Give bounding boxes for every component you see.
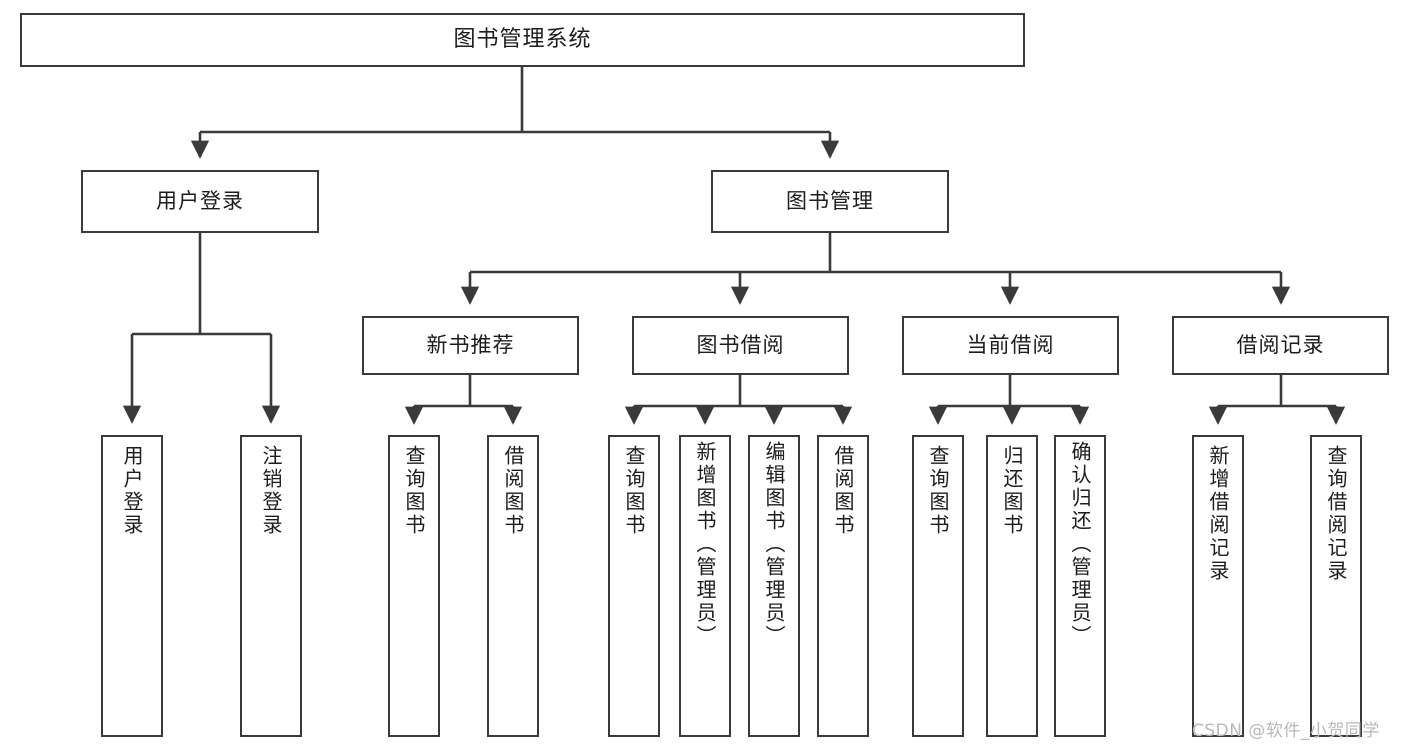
node-label: 查询图书 xyxy=(402,445,426,537)
node-current-borrow[interactable]: 当前借阅 xyxy=(902,316,1119,375)
node-label: 新增借阅记录 xyxy=(1206,445,1230,583)
leaf-query-book-current[interactable]: 查询图书 xyxy=(912,435,964,737)
leaf-confirm-return-admin[interactable]: 确认归还（管理员） xyxy=(1054,435,1106,737)
leaf-borrow-book-recommend[interactable]: 借阅图书 xyxy=(487,435,539,737)
leaf-add-book-admin[interactable]: 新增图书（管理员） xyxy=(679,435,731,737)
node-label: 查询借阅记录 xyxy=(1324,445,1348,583)
node-label: 归还图书 xyxy=(1000,445,1024,537)
node-new-book-recommend[interactable]: 新书推荐 xyxy=(362,316,579,375)
node-label: 查询图书 xyxy=(926,445,950,537)
node-label: 当前借阅 xyxy=(966,333,1055,358)
node-label: 用户登录 xyxy=(120,445,144,537)
csdn-watermark: CSDN @软件_小贺同学 xyxy=(1192,721,1380,741)
node-label: 编辑图书（管理员） xyxy=(762,441,786,648)
leaf-query-book-recommend[interactable]: 查询图书 xyxy=(388,435,440,737)
node-label: 查询图书 xyxy=(622,445,646,537)
node-label: 图书管理系统 xyxy=(453,27,592,53)
node-book-borrow[interactable]: 图书借阅 xyxy=(632,316,849,375)
leaf-query-borrow-record[interactable]: 查询借阅记录 xyxy=(1310,435,1362,737)
leaf-edit-book-admin[interactable]: 编辑图书（管理员） xyxy=(748,435,800,737)
node-label: 借阅图书 xyxy=(831,445,855,537)
leaf-user-login[interactable]: 用户登录 xyxy=(101,435,163,737)
node-label: 图书借阅 xyxy=(696,333,785,358)
node-user-login[interactable]: 用户登录 xyxy=(81,170,319,233)
node-label: 注销登录 xyxy=(259,445,283,537)
leaf-borrow-book[interactable]: 借阅图书 xyxy=(817,435,869,737)
node-book-management[interactable]: 图书管理 xyxy=(711,170,949,233)
leaf-add-borrow-record[interactable]: 新增借阅记录 xyxy=(1192,435,1244,737)
leaf-return-book[interactable]: 归还图书 xyxy=(986,435,1038,737)
node-label: 确认归还（管理员） xyxy=(1068,441,1092,648)
node-label: 新书推荐 xyxy=(426,333,515,358)
leaf-logout-login[interactable]: 注销登录 xyxy=(240,435,302,737)
node-root-system[interactable]: 图书管理系统 xyxy=(20,13,1025,67)
node-label: 新增图书（管理员） xyxy=(693,441,717,648)
node-label: 用户登录 xyxy=(156,189,244,214)
node-label: 借阅图书 xyxy=(501,445,525,537)
node-label: 借阅记录 xyxy=(1236,333,1325,358)
node-borrow-records[interactable]: 借阅记录 xyxy=(1172,316,1389,375)
leaf-query-book-borrow[interactable]: 查询图书 xyxy=(608,435,660,737)
node-label: 图书管理 xyxy=(786,189,874,214)
